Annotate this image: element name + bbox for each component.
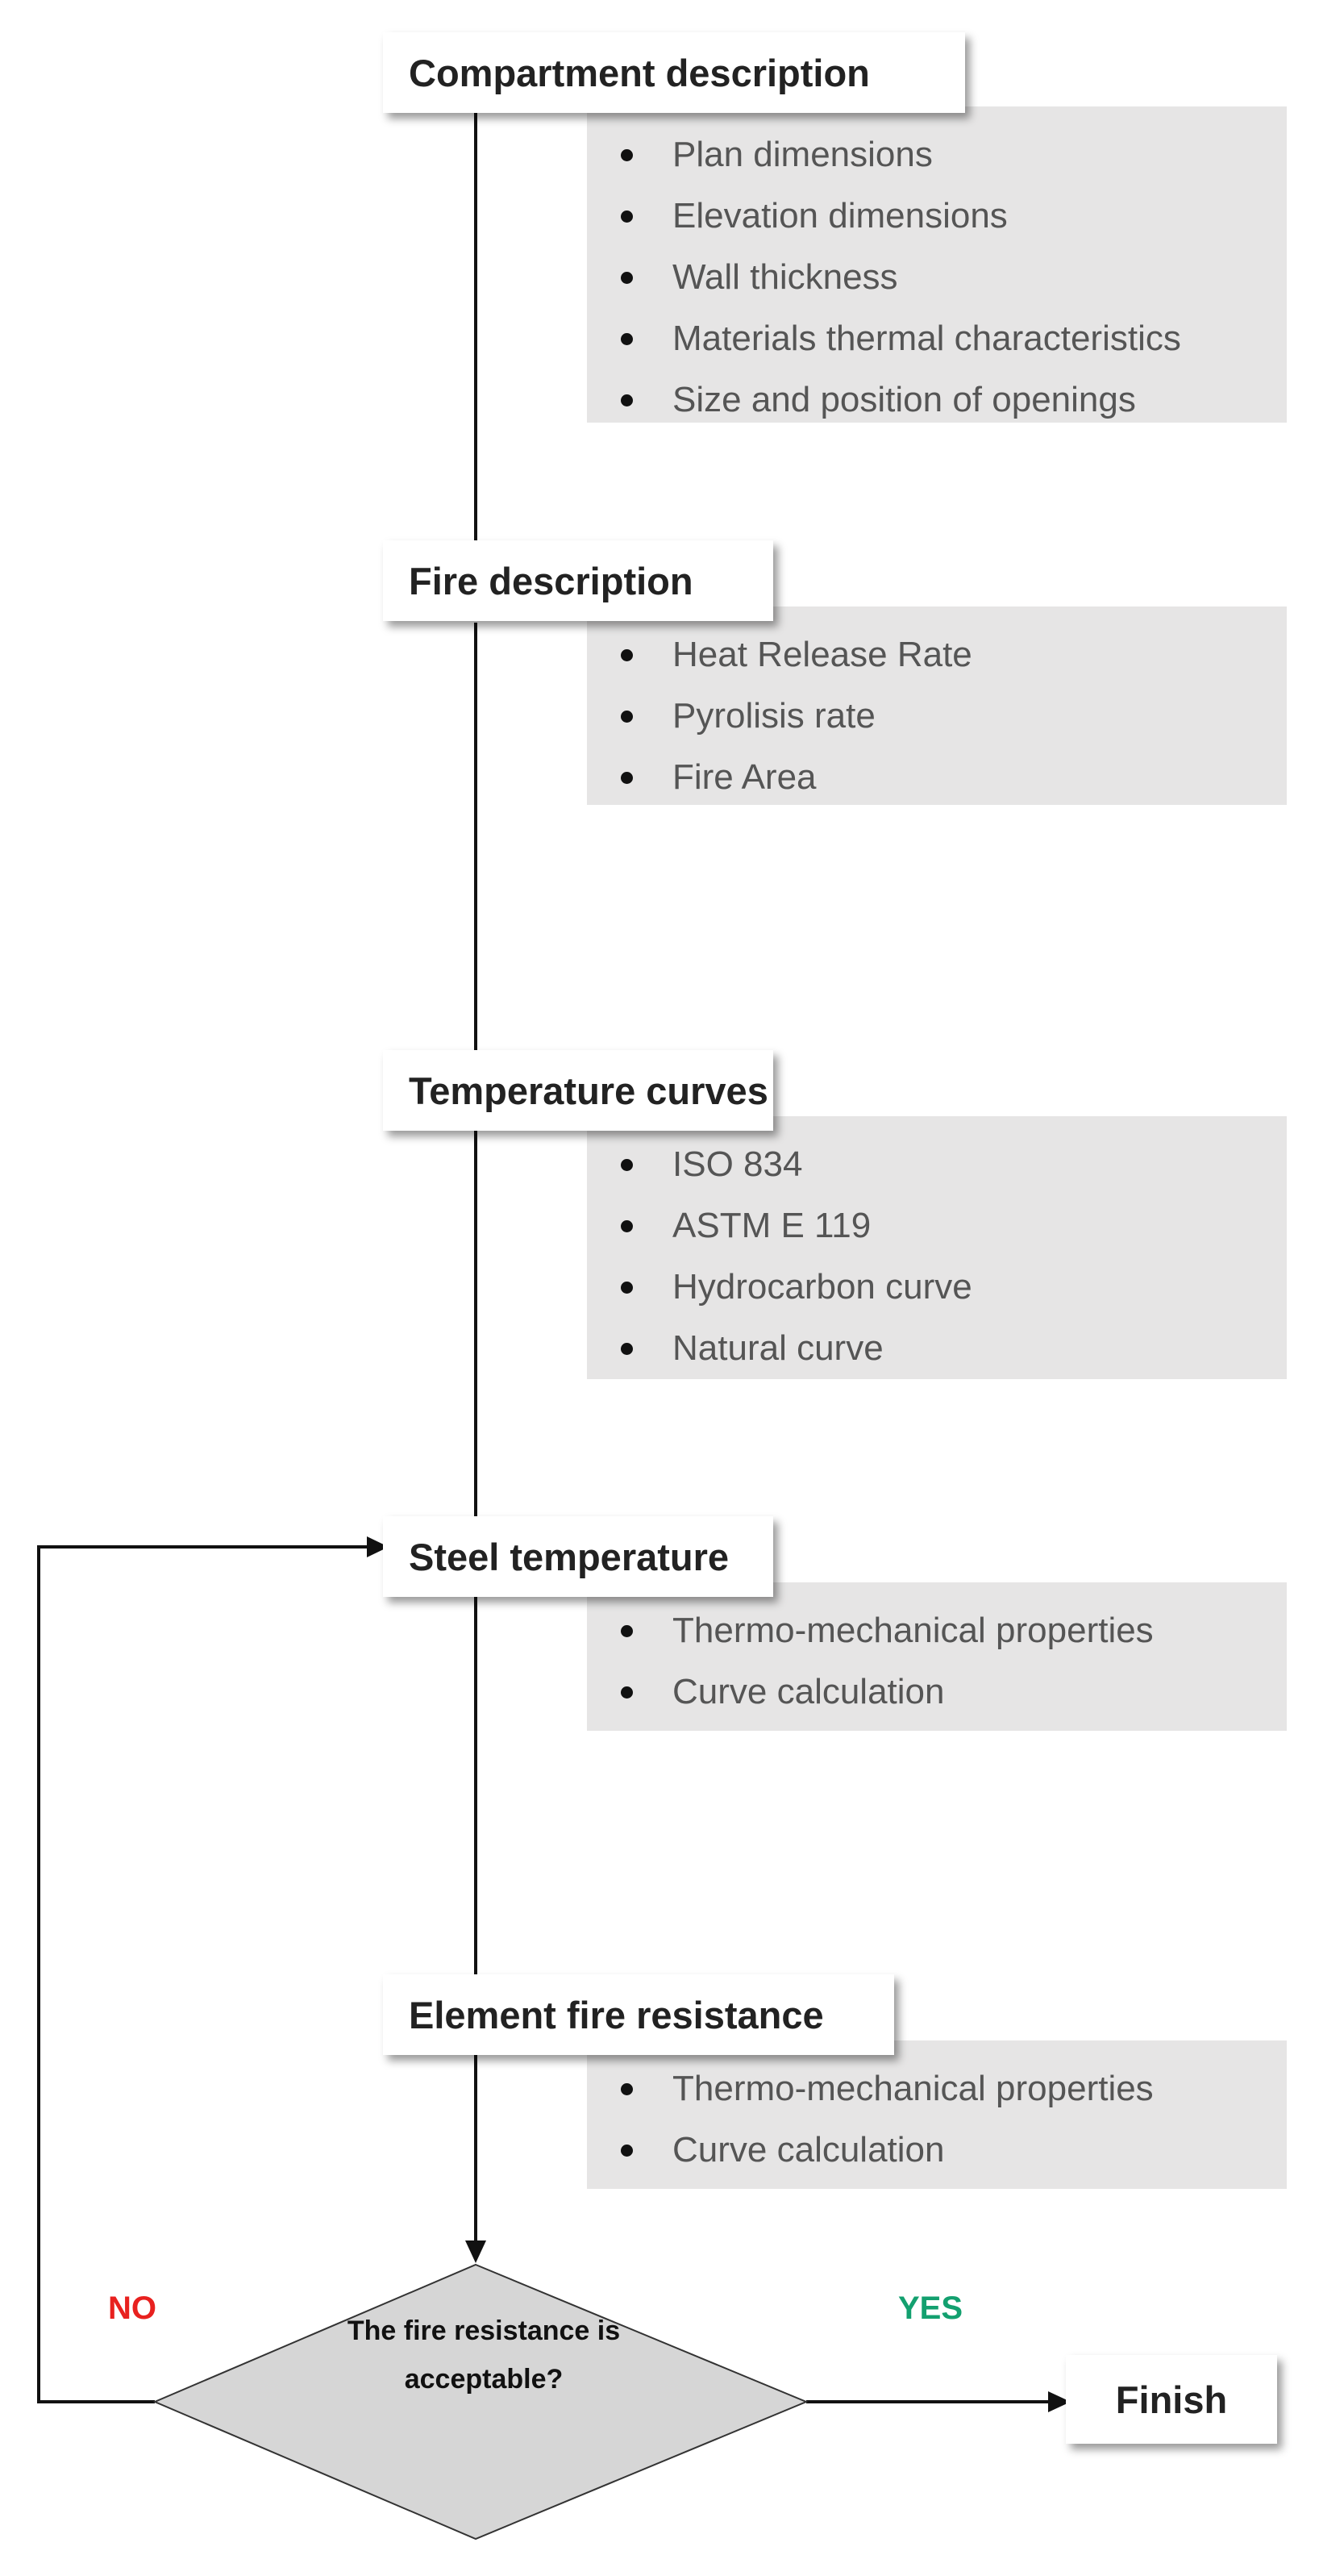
step5-details-panel: Thermo-mechanical properties Curve calcu… xyxy=(587,2040,1287,2189)
step-temperature-curves: Temperature curves xyxy=(383,1050,773,1131)
decision-line-1: The fire resistance is xyxy=(347,2315,621,2346)
step1-item: Elevation dimensions xyxy=(611,185,1287,247)
step4-item: Thermo-mechanical properties xyxy=(611,1600,1287,1661)
arrowhead-yes xyxy=(1048,2391,1071,2412)
step4-details-panel: Thermo-mechanical properties Curve calcu… xyxy=(587,1582,1287,1731)
step3-item: ISO 834 xyxy=(611,1134,1287,1195)
step5-item: Thermo-mechanical properties xyxy=(611,2058,1287,2120)
step3-item: Natural curve xyxy=(611,1318,1287,1379)
step2-details-panel: Heat Release Rate Pyrolisis rate Fire Ar… xyxy=(587,606,1287,805)
no-label: NO xyxy=(108,2290,156,2326)
step3-details-panel: ISO 834 ASTM E 119 Hydrocarbon curve Nat… xyxy=(587,1116,1287,1379)
no-loop-line xyxy=(37,1545,367,2403)
step1-item: Size and position of openings xyxy=(611,369,1287,431)
step5-item: Curve calculation xyxy=(611,2120,1287,2181)
yes-label: YES xyxy=(898,2290,963,2326)
step-compartment-description: Compartment description xyxy=(383,32,965,113)
step2-item: Pyrolisis rate xyxy=(611,686,1287,747)
arrowhead-decision xyxy=(465,2240,486,2263)
step3-item: ASTM E 119 xyxy=(611,1195,1287,1257)
finish-box: Finish xyxy=(1066,2355,1277,2444)
step-steel-temperature: Steel temperature xyxy=(383,1516,773,1597)
step2-item: Heat Release Rate xyxy=(611,624,1287,686)
step1-item: Materials thermal characteristics xyxy=(611,308,1287,369)
step1-item: Wall thickness xyxy=(611,247,1287,308)
step-fire-description: Fire description xyxy=(383,540,773,621)
decision-question: The fire resistance is acceptable? xyxy=(177,2307,790,2403)
step1-item: Plan dimensions xyxy=(611,124,1287,185)
decision-line-2: acceptable? xyxy=(404,2364,564,2395)
step3-item: Hydrocarbon curve xyxy=(611,1257,1287,1318)
step1-details-panel: Plan dimensions Elevation dimensions Wal… xyxy=(587,106,1287,423)
step-element-fire-resistance: Element fire resistance xyxy=(383,1974,894,2055)
decision-diamond xyxy=(152,2263,809,2541)
arrowhead-no-loop xyxy=(367,1536,389,1557)
step2-item: Fire Area xyxy=(611,747,1287,808)
step4-item: Curve calculation xyxy=(611,1661,1287,1723)
